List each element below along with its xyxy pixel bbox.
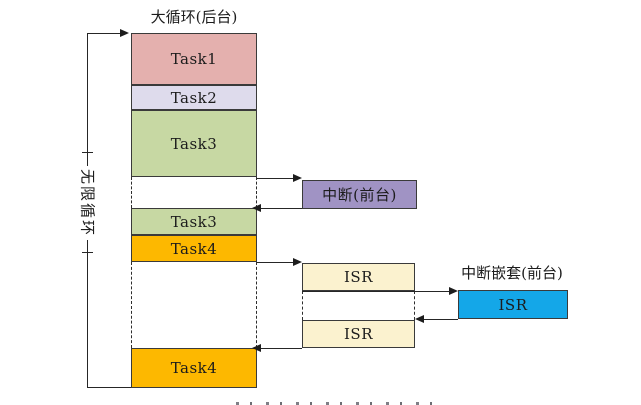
task4-resume-box: Task4 xyxy=(131,348,257,388)
suspended-gap-1 xyxy=(131,177,257,208)
background-loop-title: 大循环(后台) xyxy=(150,8,238,26)
arrow-return-from-interrupt-head-icon xyxy=(252,204,261,212)
interrupt-foreground-box: 中断(前台) xyxy=(302,180,417,209)
isr-suspended-gap xyxy=(302,291,415,320)
arrow-return-from-interrupt-line xyxy=(261,208,302,209)
arrow-to-isr-head-icon xyxy=(293,258,302,266)
arrow-to-nested-isr-head-icon xyxy=(449,286,458,295)
arrow-to-nested-isr-line xyxy=(302,290,449,292)
arrow-to-interrupt-line xyxy=(257,177,293,179)
arrow-to-isr-line xyxy=(257,262,293,263)
loop-label-top-tick xyxy=(82,152,93,153)
nested-isr-box: ISR xyxy=(458,290,568,319)
task3-box: Task3 xyxy=(131,110,257,177)
caption-cropped-fragment xyxy=(236,402,444,405)
arrow-return-to-task4-head-icon xyxy=(252,343,261,352)
arrow-return-from-nested-isr-head-icon xyxy=(415,315,424,323)
loop-entry-arrowhead-icon xyxy=(120,29,129,37)
arrow-to-interrupt-head-icon xyxy=(293,173,302,182)
loop-bracket-top-line xyxy=(88,33,120,34)
suspended-gap-2 xyxy=(131,262,257,348)
loop-bracket-bottom-line xyxy=(88,387,132,388)
task1-box: Task1 xyxy=(131,33,257,85)
loop-label-bottom-tick xyxy=(82,252,93,253)
nested-interrupt-title: 中断嵌套(前台) xyxy=(461,264,563,282)
isr-box-2: ISR xyxy=(302,320,415,348)
task4-box: Task4 xyxy=(131,235,257,262)
isr-box-1: ISR xyxy=(302,263,415,291)
task3-resume-box: Task3 xyxy=(131,208,257,235)
task2-box: Task2 xyxy=(131,85,257,110)
arrow-return-from-nested-isr-line xyxy=(424,319,458,320)
arrow-return-to-task4-line xyxy=(261,347,302,349)
